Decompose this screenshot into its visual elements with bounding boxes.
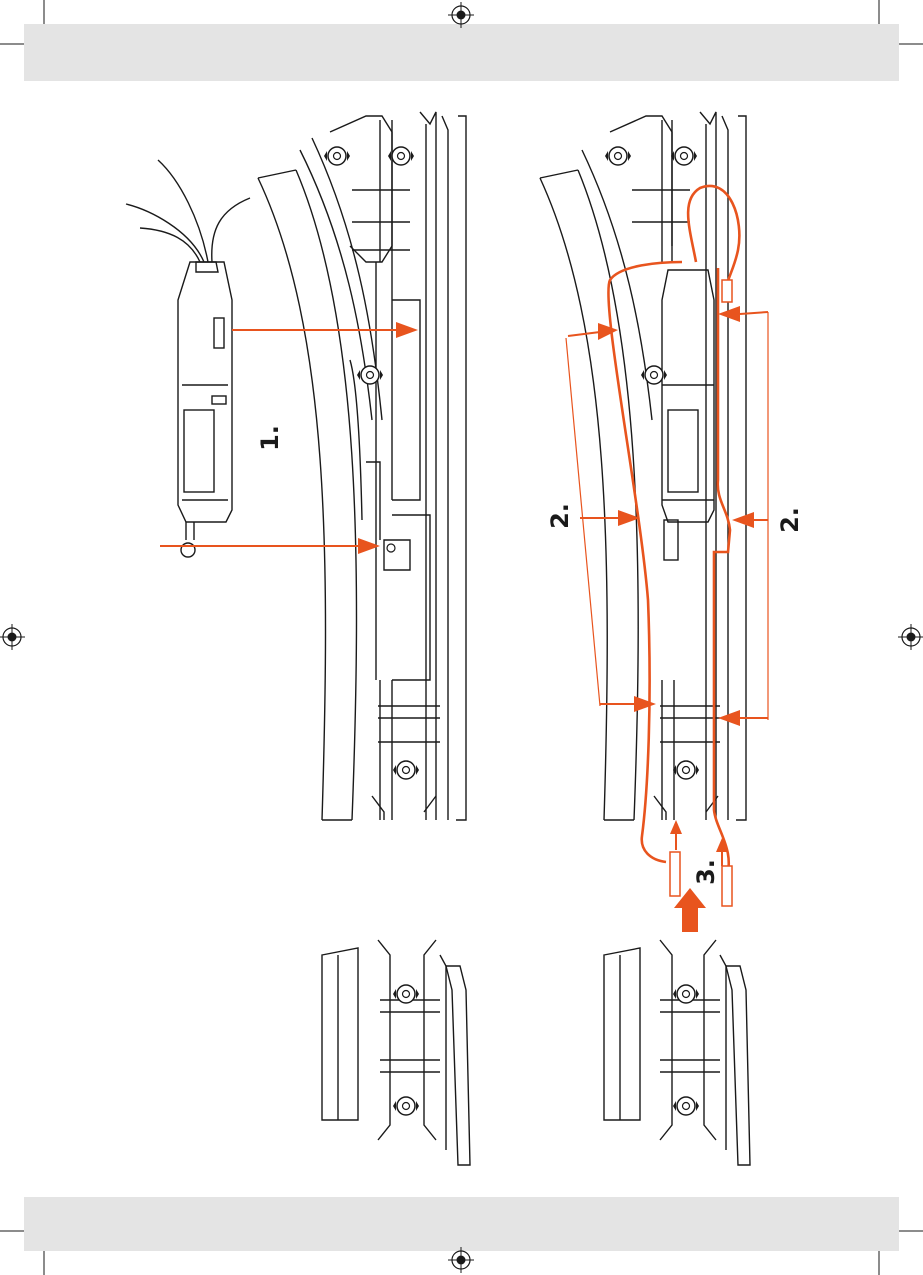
wire-connectors [670, 280, 732, 906]
brackets [566, 312, 768, 720]
crosshair-circle-icon [448, 2, 474, 28]
decoder-module [126, 160, 250, 557]
crosshair-circle-icon [898, 624, 923, 650]
step2-left-label: 2. [546, 503, 574, 529]
crosshair-circle-icon [448, 1247, 474, 1273]
straight-track-right [604, 940, 750, 1165]
crosshair-circle-icon [0, 624, 25, 650]
step3-label: 3. [692, 859, 720, 885]
step1-label: 1. [256, 425, 284, 451]
straight-track-left [322, 940, 470, 1165]
curved-track-left [258, 112, 466, 820]
step2-arrows [568, 306, 768, 726]
step2-right-label: 2. [776, 507, 804, 533]
